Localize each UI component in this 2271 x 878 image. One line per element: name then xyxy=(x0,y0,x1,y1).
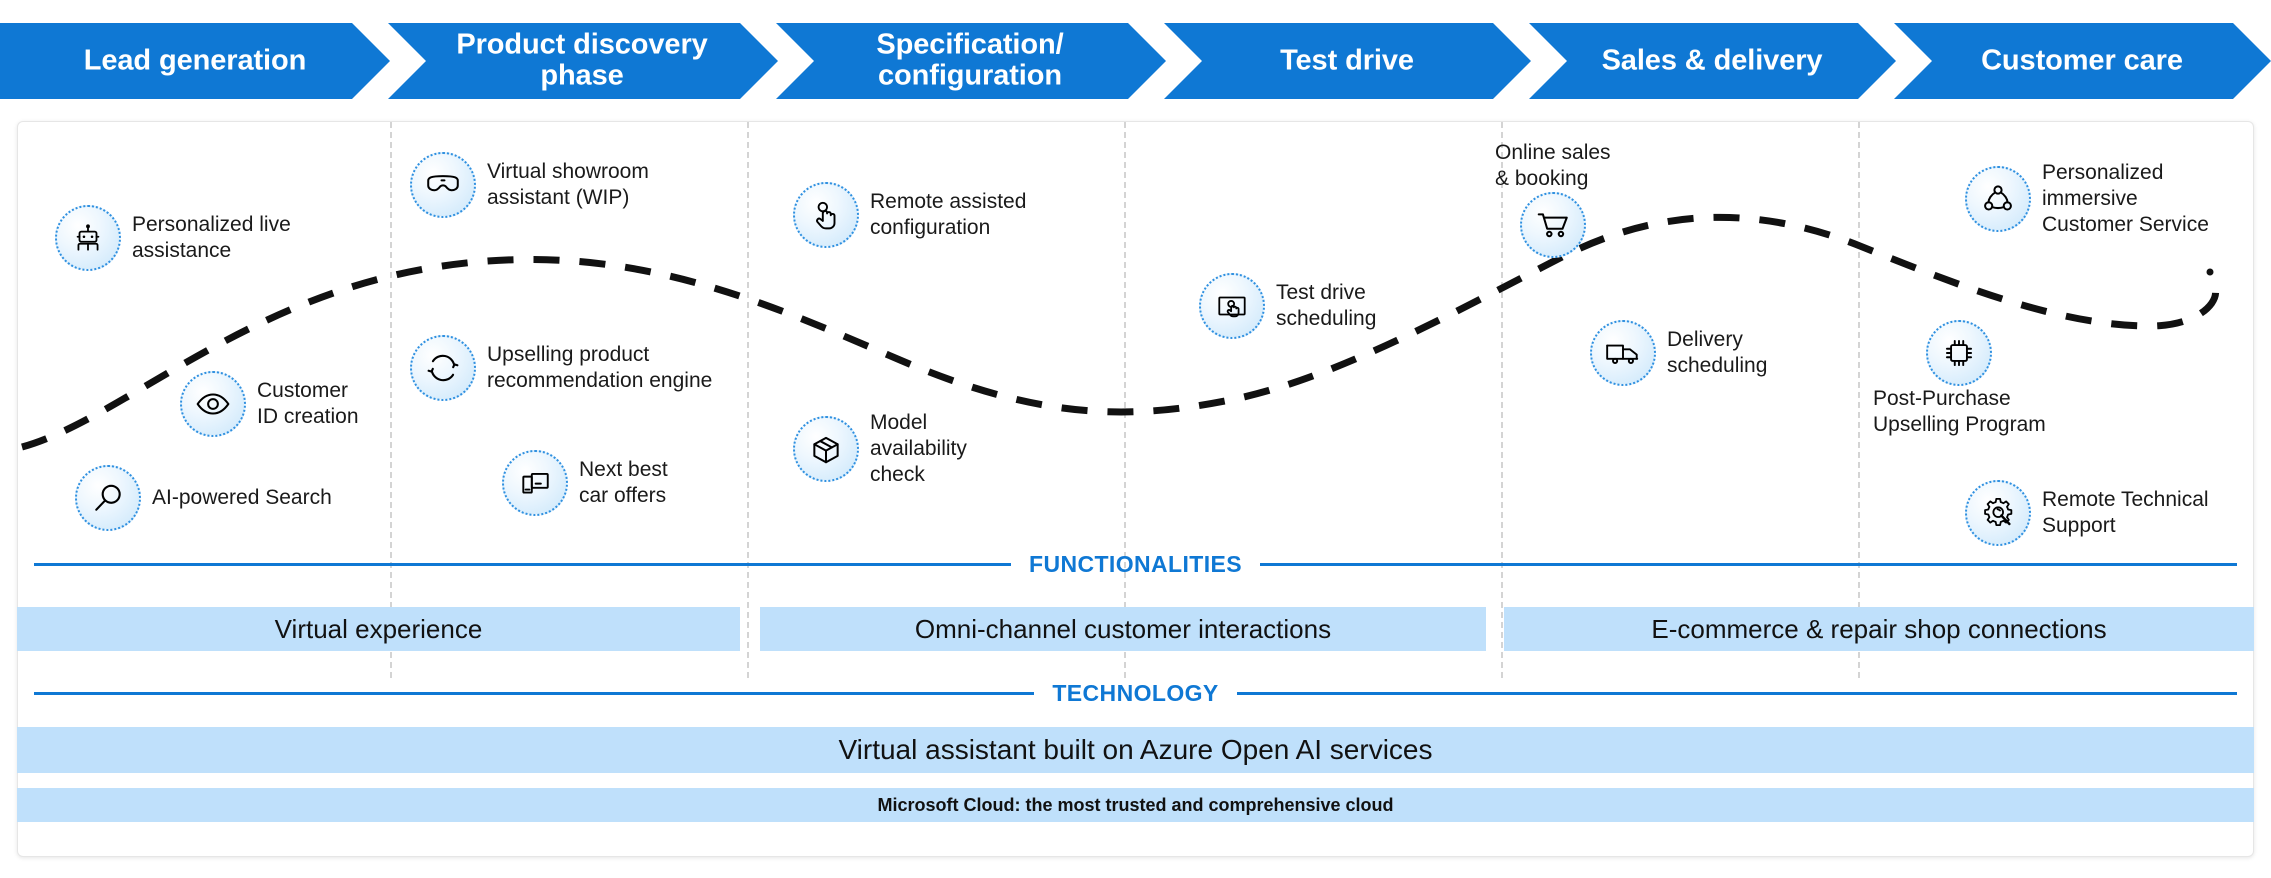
chevron-shapes xyxy=(0,23,2271,99)
capability-label: Upselling product recommendation engine xyxy=(487,342,713,392)
capability-node-delivery-scheduling[interactable]: Delivery scheduling xyxy=(1590,320,1767,386)
capability-node-customer-id-creation[interactable]: Customer ID creation xyxy=(180,371,359,437)
capability-label: Post-Purchase Upselling Program xyxy=(1873,387,2046,437)
gear-wrench-icon xyxy=(1965,480,2031,546)
robot-icon xyxy=(55,205,121,271)
shopping-cart-icon xyxy=(1519,192,1586,259)
capability-label: Online sales & booking xyxy=(1495,141,1611,191)
capability-label: Delivery scheduling xyxy=(1667,327,1768,377)
rail-line-right xyxy=(1236,692,2237,695)
capability-node-remote-technical-support[interactable]: Remote Technical Support xyxy=(1965,480,2209,546)
capability-label: AI-powered Search xyxy=(152,485,332,509)
technology-bar-virtual-assistant[interactable]: Virtual assistant built on Azure Open AI… xyxy=(17,727,2254,773)
cpu-chip-icon xyxy=(1926,320,1993,386)
capability-node-test-drive-scheduling[interactable]: Test drive scheduling xyxy=(1199,273,1376,339)
eye-icon xyxy=(180,371,246,437)
capability-label: Personalized immersive Customer Service xyxy=(2042,161,2209,237)
journey-stage-header: Lead generation Product discovery phase … xyxy=(0,23,2271,99)
capability-node-next-best-car-offers[interactable]: Next best car offers xyxy=(502,450,668,516)
magnifier-icon xyxy=(75,465,141,531)
chevron-shape-5 xyxy=(1529,23,1896,99)
capability-node-personalized-immersive-customer-service[interactable]: Personalized immersive Customer Service xyxy=(1965,160,2209,238)
rail-line-right xyxy=(1260,563,2237,566)
capability-label: Virtual showroom assistant (WIP) xyxy=(487,159,649,209)
functionality-bar-omni-channel[interactable]: Omni-channel customer interactions xyxy=(760,607,1486,651)
capability-node-post-purchase-upselling-program[interactable]: Post-Purchase Upselling Program xyxy=(1873,320,2046,438)
capability-label: Remote assisted configuration xyxy=(870,189,1027,239)
chevron-shape-3 xyxy=(776,23,1166,99)
chevron-shape-2 xyxy=(388,23,778,99)
share-network-icon xyxy=(1965,166,2031,233)
chevron-shape-6 xyxy=(1894,23,2271,99)
capability-label: Model availability check xyxy=(870,411,967,487)
screen-tap-icon xyxy=(1199,273,1265,339)
chevron-shape-1 xyxy=(0,23,390,99)
capability-node-personalized-live-assistance[interactable]: Personalized live assistance xyxy=(55,205,291,271)
capability-label: Test drive scheduling xyxy=(1276,280,1377,330)
functionalities-title: FUNCTIONALITIES xyxy=(1029,551,1242,577)
capability-node-ai-powered-search[interactable]: AI-powered Search xyxy=(75,465,332,531)
sync-arrows-icon xyxy=(410,335,476,401)
technology-rail: TECHNOLOGY xyxy=(34,680,2237,707)
rail-line-left xyxy=(34,563,1011,566)
column-divider-1 xyxy=(390,122,392,678)
functionalities-rail: FUNCTIONALITIES xyxy=(34,551,2237,578)
rail-line-left xyxy=(34,692,1035,695)
capability-node-remote-assisted-configuration[interactable]: Remote assisted configuration xyxy=(793,182,1026,248)
capability-label: Remote Technical Support xyxy=(2042,487,2209,537)
capability-node-model-availability-check[interactable]: Model availability check xyxy=(793,410,967,488)
functionality-bar-virtual-experience[interactable]: Virtual experience xyxy=(17,607,740,651)
column-divider-3 xyxy=(1124,122,1126,678)
tap-gesture-icon xyxy=(793,182,859,248)
capability-label: Next best car offers xyxy=(579,457,668,507)
column-divider-2 xyxy=(747,122,749,678)
capability-node-online-sales-booking[interactable]: Online sales & booking xyxy=(1495,140,1611,259)
capability-label: Personalized live assistance xyxy=(132,212,291,262)
technology-title: TECHNOLOGY xyxy=(1052,680,1219,706)
vr-goggles-icon xyxy=(410,152,476,218)
capability-label: Customer ID creation xyxy=(257,378,359,428)
functionality-bar-ecommerce-repair-shop[interactable]: E-commerce & repair shop connections xyxy=(1504,607,2254,651)
capability-node-virtual-showroom-assistant[interactable]: Virtual showroom assistant (WIP) xyxy=(410,152,649,218)
technology-bar-microsoft-cloud[interactable]: Microsoft Cloud: the most trusted and co… xyxy=(17,788,2254,822)
devices-icon xyxy=(502,450,568,516)
chevron-shape-4 xyxy=(1164,23,1531,99)
capability-node-upselling-recommendation-engine[interactable]: Upselling product recommendation engine xyxy=(410,335,712,401)
delivery-truck-icon xyxy=(1590,320,1656,386)
box-3d-icon xyxy=(793,416,859,483)
column-divider-5 xyxy=(1858,122,1860,678)
